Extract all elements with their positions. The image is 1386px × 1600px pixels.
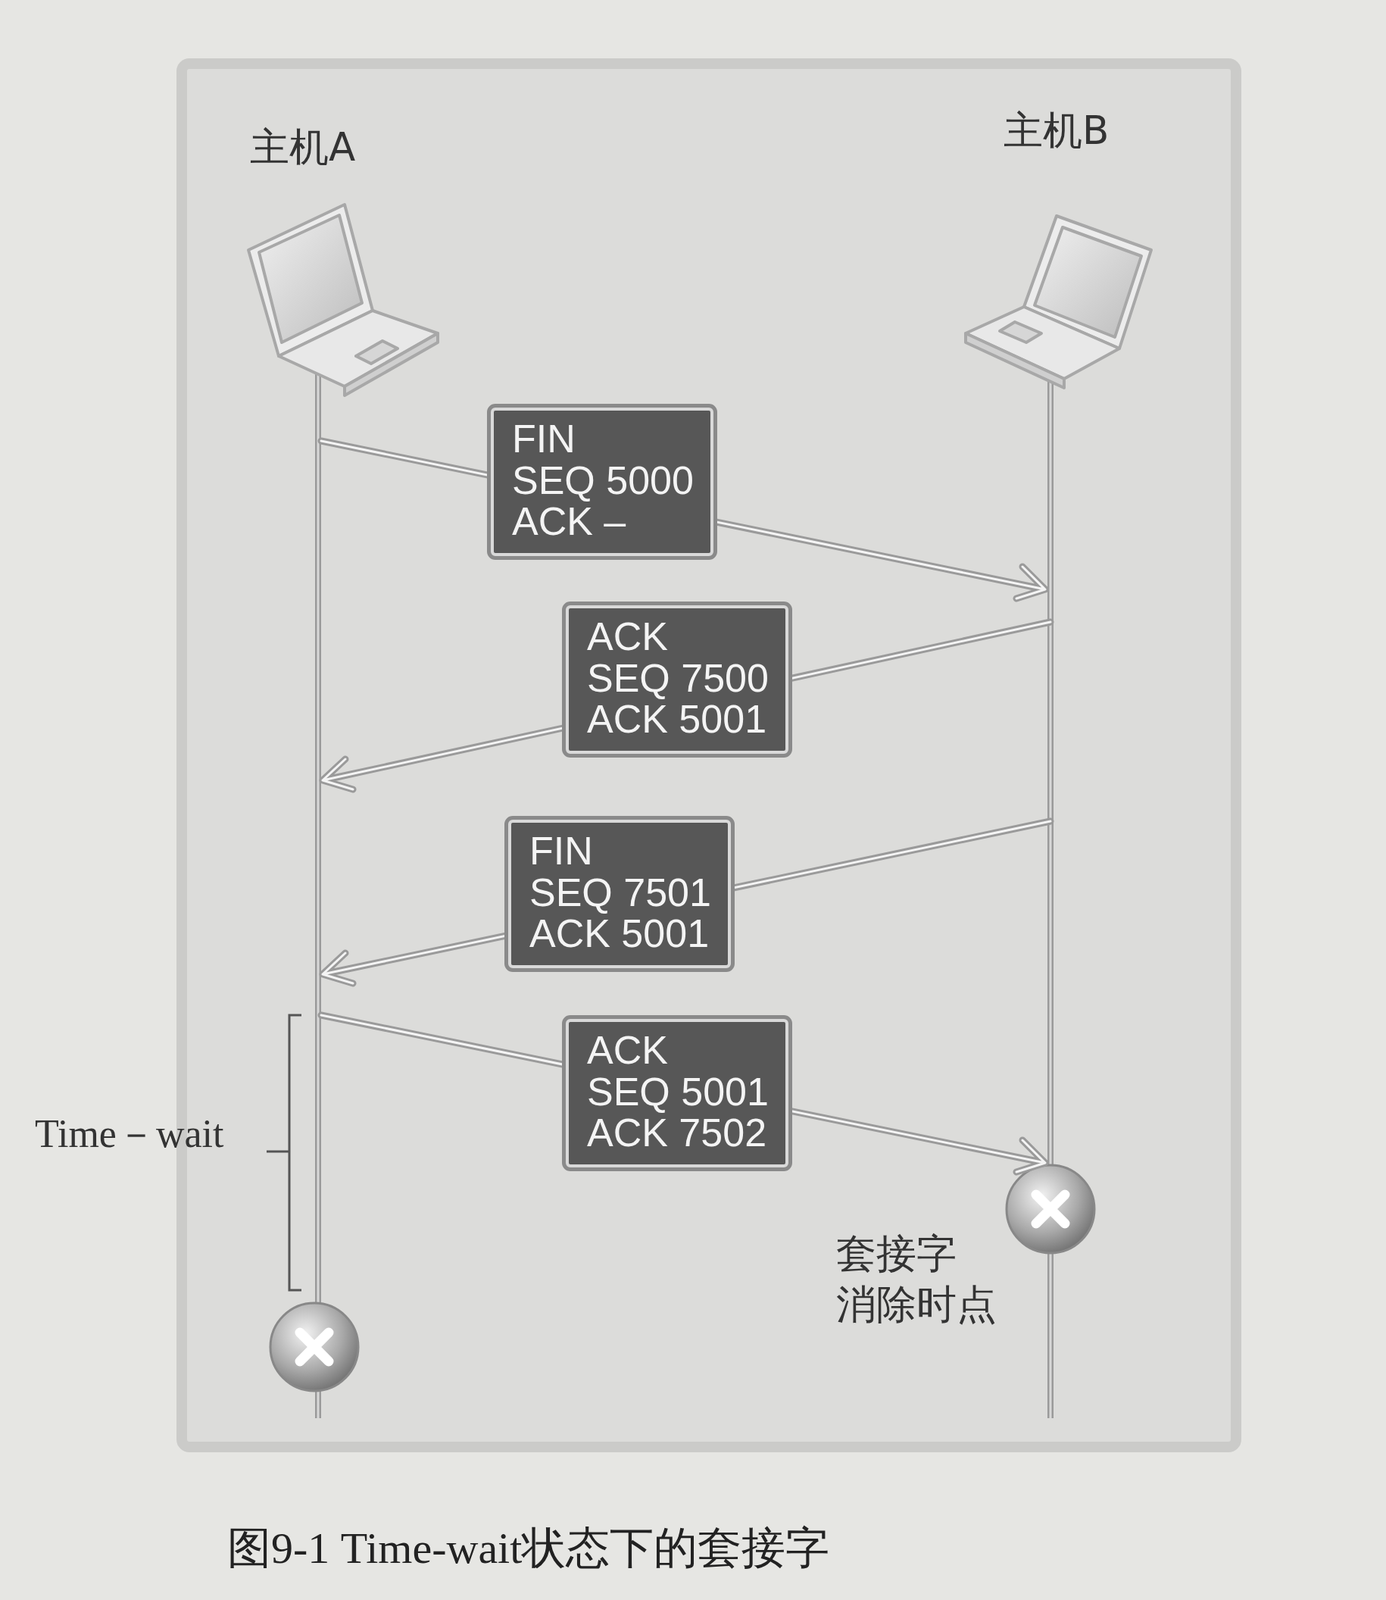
message-box: FINSEQ 5000ACK – — [490, 407, 714, 556]
segment-field: SEQ 7501 — [529, 871, 712, 914]
laptop-icon — [248, 204, 438, 396]
laptop-icon — [965, 215, 1152, 388]
segment-field: FIN — [529, 830, 712, 872]
segment-field: ACK 5001 — [529, 912, 712, 955]
state-label: Time－wait — [34, 1107, 224, 1161]
segment-field: SEQ 7500 — [586, 657, 769, 700]
message-box: ACKSEQ 5001ACK 7502 — [565, 1018, 789, 1168]
socket-note: 套接字 消除时点 — [836, 1228, 1003, 1330]
segment-field: FIN — [511, 418, 694, 460]
bracket — [266, 1014, 302, 1290]
panel — [181, 63, 1237, 1447]
segment-field: ACK 7502 — [586, 1111, 769, 1154]
figure-caption: 图9-1 Time-wait状态下的套接字 — [227, 1518, 830, 1578]
socket-close-marker — [1006, 1164, 1095, 1253]
segment-field: SEQ 5000 — [511, 459, 694, 502]
lifeline — [315, 363, 322, 1418]
segment-field: ACK — [586, 1029, 769, 1071]
segment-field: ACK – — [511, 500, 694, 543]
segment-field: ACK — [586, 615, 769, 658]
message-box: ACKSEQ 7500ACK 5001 — [565, 605, 789, 754]
lifeline — [1047, 355, 1054, 1418]
host-label: 主机B — [1003, 104, 1109, 158]
message-box: FINSEQ 7501ACK 5001 — [508, 819, 731, 968]
host-label: 主机A — [249, 121, 356, 175]
segment-field: SEQ 5001 — [586, 1070, 769, 1113]
socket-close-marker — [270, 1302, 359, 1391]
segment-field: ACK 5001 — [586, 698, 769, 740]
